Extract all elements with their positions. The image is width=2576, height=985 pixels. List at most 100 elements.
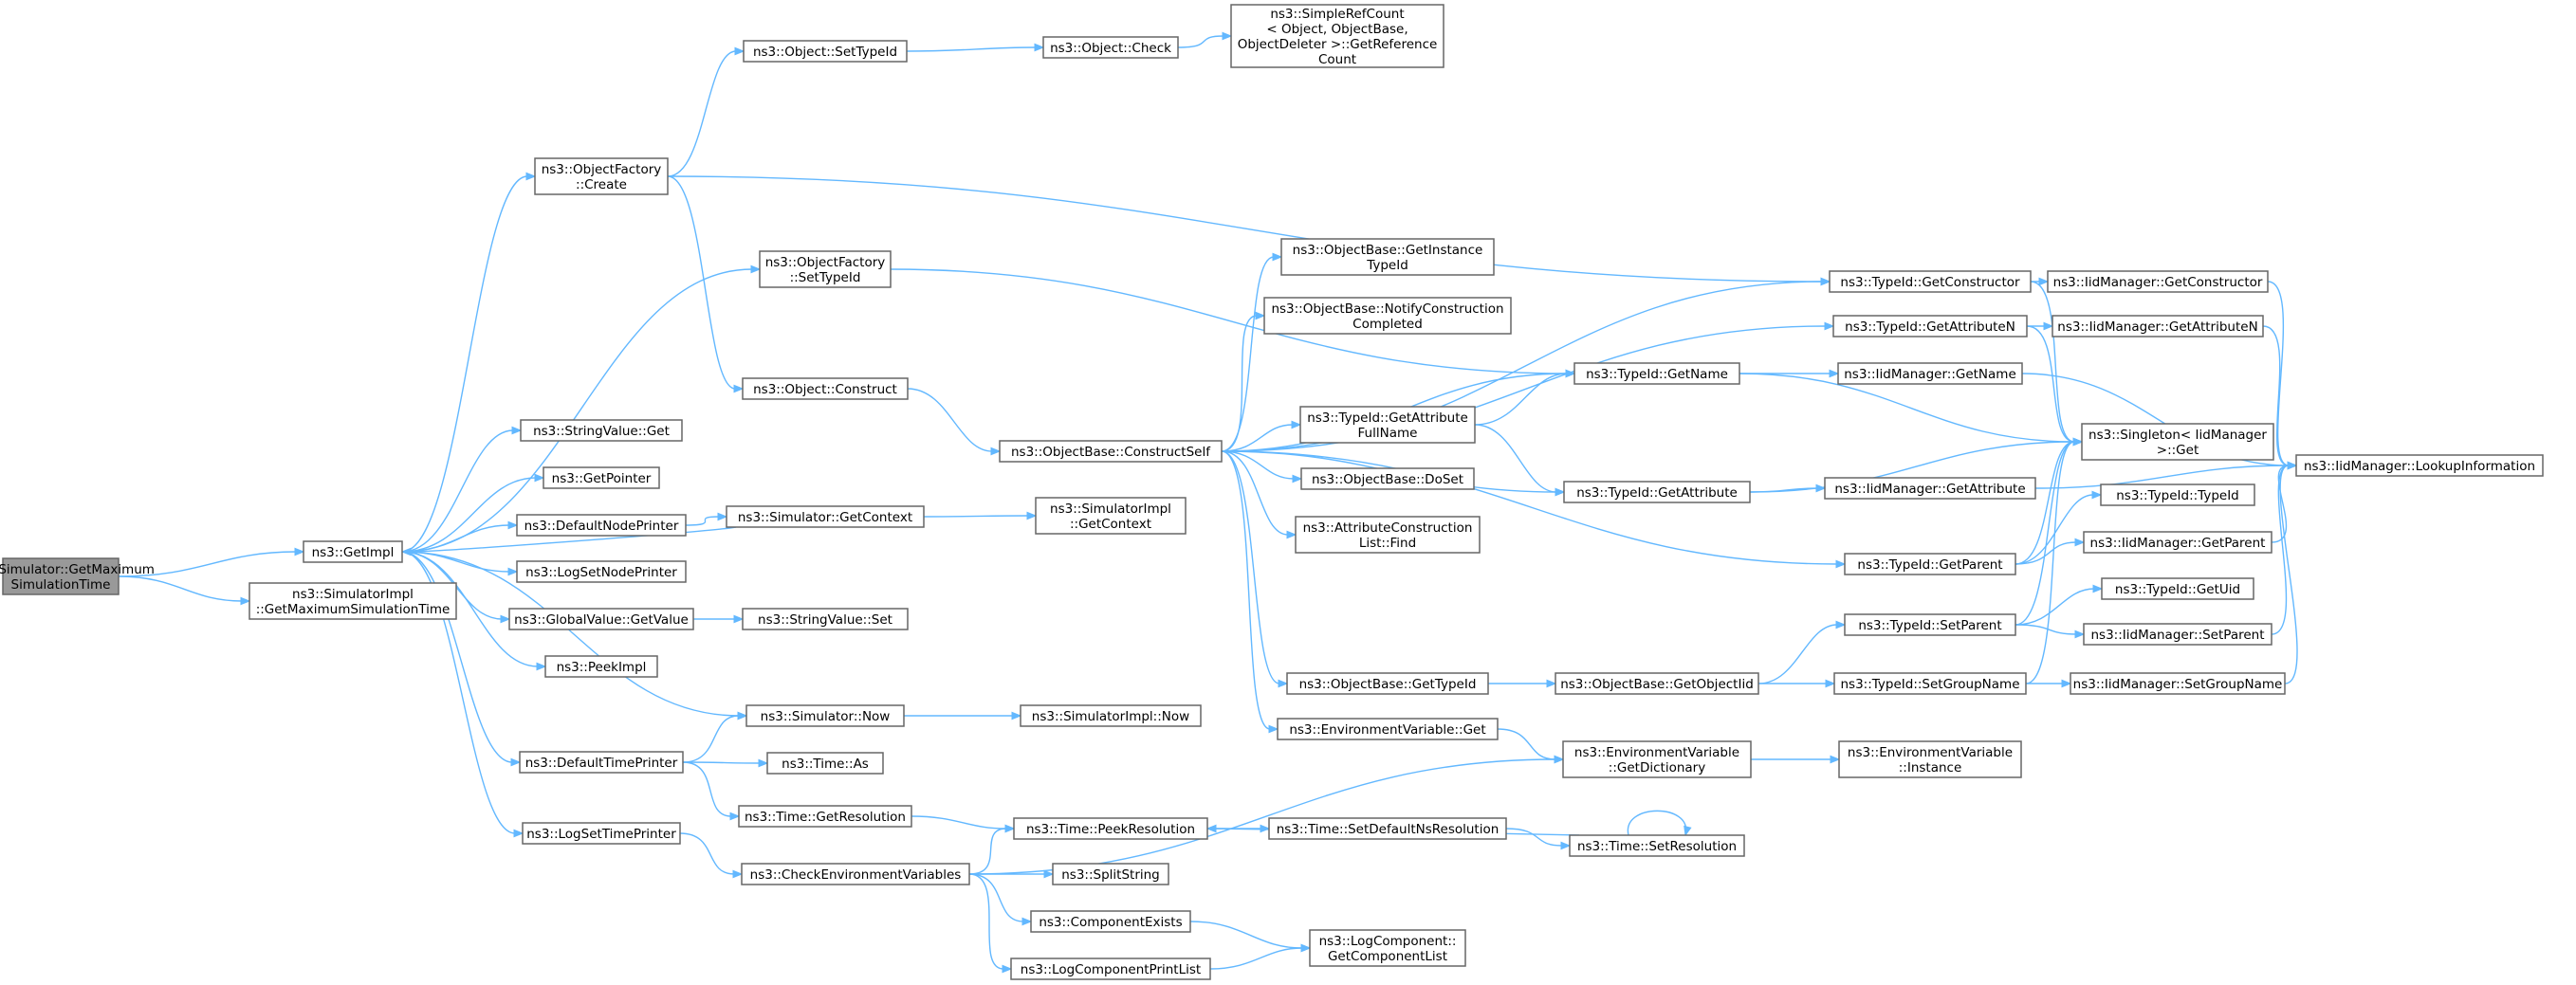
- node-box: [1569, 834, 1745, 857]
- edge-n14-to-n15-arrowhead: [1222, 31, 1233, 41]
- edge-n23-to-n35: [1221, 450, 1289, 688]
- node-ns3-typeid-getname[interactable]: ns3::TypeId::GetName: [1573, 362, 1740, 385]
- node-ns3-objectbase-notifyconstruction-completed[interactable]: ns3::ObjectBase::NotifyConstructionCompl…: [1263, 297, 1512, 335]
- node-ns3-simulator-getmaximum-simulationtime[interactable]: ns3::Simulator::GetMaximumSimulationTime: [0, 557, 155, 595]
- node-ns3-peekimpl[interactable]: ns3::PeekImpl: [544, 655, 658, 678]
- node-ns3-checkenvironmentvariables[interactable]: ns3::CheckEnvironmentVariables: [741, 863, 970, 885]
- node-ns3-stringvalue-set[interactable]: ns3::StringValue::Set: [742, 608, 909, 630]
- node-ns3-objectbase-gettypeid[interactable]: ns3::ObjectBase::GetTypeId: [1286, 672, 1489, 695]
- node-ns3-typeid-getuid[interactable]: ns3::TypeId::GetUid: [2101, 577, 2254, 600]
- edge-n11-to-n21-arrowhead: [729, 812, 741, 821]
- node-ns3-getimpl[interactable]: ns3::GetImpl: [303, 540, 403, 563]
- edge-n1-to-n11-arrowhead: [510, 757, 522, 767]
- node-ns3-typeid-typeid[interactable]: ns3::TypeId::TypeId: [2100, 483, 2255, 506]
- node-label: ::GetContext: [1070, 517, 1151, 532]
- edge-n1-to-n3-arrowhead: [525, 172, 537, 181]
- node-ns3-time-setdefaultnsresolution[interactable]: ns3::Time::SetDefaultNsResolution: [1268, 817, 1507, 840]
- node-label: ns3::IidManager::GetConstructor: [2053, 275, 2263, 290]
- edge-n1-to-n3: [401, 172, 537, 553]
- node-ns3-logsetnodeprinter[interactable]: ns3::LogSetNodePrinter: [516, 560, 687, 583]
- node-ns3-logcomponent-getcomponentlist[interactable]: ns3::LogComponent::GetComponentList: [1309, 929, 1466, 967]
- node-ns3-typeid-setgroupname[interactable]: ns3::TypeId::SetGroupName: [1833, 672, 2027, 695]
- node-ns3-environmentvariable-get[interactable]: ns3::EnvironmentVariable::Get: [1277, 718, 1499, 740]
- node-ns3-simulator-getcontext[interactable]: ns3::Simulator::GetContext: [726, 505, 925, 528]
- node-ns3-time-peekresolution[interactable]: ns3::Time::PeekResolution: [1013, 817, 1208, 840]
- edge-n0-to-n1: [118, 547, 305, 577]
- node-ns3-object-check[interactable]: ns3::Object::Check: [1042, 36, 1179, 59]
- edge-n23-to-n33-arrowhead: [1292, 474, 1303, 483]
- node-ns3-time-getresolution[interactable]: ns3::Time::GetResolution: [738, 805, 912, 828]
- node-ns3-objectbase-doset[interactable]: ns3::ObjectBase::DoSet: [1300, 467, 1475, 490]
- edge-n3-to-n13-arrowhead: [734, 46, 745, 56]
- node-ns3-logsettimeprinter[interactable]: ns3::LogSetTimePrinter: [522, 822, 681, 845]
- node-ns3-defaultnodeprinter[interactable]: ns3::DefaultNodePrinter: [516, 514, 687, 537]
- edge-n22-to-n29-line: [968, 873, 1004, 970]
- edge-n23-to-n32-arrowhead: [1291, 420, 1302, 429]
- node-ns3-typeid-getattribute[interactable]: ns3::TypeId::GetAttribute: [1563, 481, 1751, 503]
- node-ns3-simulatorimpl-getcontext[interactable]: ns3::SimulatorImpl::GetContext: [1035, 497, 1187, 535]
- edge-n35-to-n41: [1488, 679, 1557, 688]
- node-ns3-simulatorimpl-now[interactable]: ns3::SimulatorImpl::Now: [1020, 704, 1202, 727]
- node-ns3-objectfactory-settypeid[interactable]: ns3::ObjectFactory::SetTypeId: [759, 250, 892, 288]
- node-ns3-iidmanager-setgroupname[interactable]: ns3::IidManager::SetGroupName: [2070, 672, 2286, 695]
- node-box: [2083, 623, 2272, 646]
- edge-n50-to-n54: [2025, 437, 2084, 684]
- node-ns3-objectbase-getobjectiid[interactable]: ns3::ObjectBase::GetObjectIid: [1555, 672, 1759, 695]
- node-box: [2052, 315, 2264, 337]
- node-label: ns3::GetImpl: [312, 545, 395, 560]
- node-ns3-iidmanager-getattribute[interactable]: ns3::IidManager::GetAttribute: [1824, 477, 2036, 500]
- edge-n49-to-n57-line: [2015, 588, 2095, 626]
- node-ns3-environmentvariable-instance[interactable]: ns3::EnvironmentVariable::Instance: [1838, 740, 2022, 778]
- node-ns3-getpointer[interactable]: ns3::GetPointer: [543, 466, 660, 489]
- node-ns3-typeid-getconstructor[interactable]: ns3::TypeId::GetConstructor: [1829, 270, 2032, 293]
- edge-n59-to-n60-arrowhead: [2287, 461, 2298, 470]
- node-ns3-iidmanager-lookupinformation[interactable]: ns3::IidManager::LookupInformation: [2295, 454, 2544, 477]
- edge-n3-to-n13-line: [667, 50, 737, 177]
- node-box: [1844, 613, 2016, 636]
- node-ns3-iidmanager-getconstructor[interactable]: ns3::IidManager::GetConstructor: [2047, 270, 2269, 293]
- node-ns3-iidmanager-getparent[interactable]: ns3::IidManager::GetParent: [2083, 531, 2272, 554]
- node-ns3-typeid-getparent[interactable]: ns3::TypeId::GetParent: [1844, 553, 2016, 575]
- node-ns3-splitstring[interactable]: ns3::SplitString: [1052, 863, 1169, 885]
- node-ns3-object-construct[interactable]: ns3::Object::Construct: [742, 377, 909, 400]
- edge-n12-to-n22: [679, 832, 744, 879]
- node-ns3-simulator-now[interactable]: ns3::Simulator::Now: [745, 704, 905, 727]
- node-ns3-iidmanager-getattributen[interactable]: ns3::IidManager::GetAttributeN: [2052, 315, 2264, 337]
- node-label: ns3::TypeId::GetAttribute: [1576, 485, 1738, 501]
- node-box: [2101, 577, 2254, 600]
- node-ns3-iidmanager-getname[interactable]: ns3::IidManager::GetName: [1837, 362, 2023, 385]
- node-ns3-globalvalue-getvalue[interactable]: ns3::GlobalValue::GetValue: [508, 608, 694, 630]
- node-ns3-time-setresolution[interactable]: ns3::Time::SetResolution: [1569, 834, 1745, 857]
- node-label: ns3::PeekImpl: [557, 660, 647, 675]
- node-ns3-objectfactory-create[interactable]: ns3::ObjectFactory::Create: [534, 157, 669, 195]
- node-ns3-environmentvariable-getdictionary[interactable]: ns3::EnvironmentVariable::GetDictionary: [1562, 740, 1752, 778]
- node-box: [248, 582, 457, 620]
- node-ns3-defaulttimeprinter[interactable]: ns3::DefaultTimePrinter: [519, 751, 684, 774]
- edge-n23-to-n45-arrowhead: [1824, 321, 1835, 331]
- edge-n17-to-n1-arrowhead: [400, 547, 412, 556]
- node-box: [999, 440, 1223, 463]
- edge-n48-to-n56: [2015, 538, 2086, 565]
- node-ns3-typeid-getattributen[interactable]: ns3::TypeId::GetAttributeN: [1832, 315, 2028, 337]
- node-box: [1263, 297, 1512, 335]
- edge-n22-to-n29: [968, 873, 1013, 974]
- node-ns3-typeid-setparent[interactable]: ns3::TypeId::SetParent: [1844, 613, 2016, 636]
- node-ns3-objectbase-constructself[interactable]: ns3::ObjectBase::ConstructSelf: [999, 440, 1223, 463]
- edge-n23-to-n48-line: [1221, 450, 1838, 565]
- node-ns3-object-settypeid[interactable]: ns3::Object::SetTypeId: [743, 40, 908, 63]
- node-ns3-simplerefcount-object-objectbase-objectdeleter-getreference-count[interactable]: ns3::SimpleRefCount< Object, ObjectBase,…: [1230, 4, 1444, 68]
- edge-n22-to-n29-arrowhead: [1002, 964, 1013, 974]
- node-ns3-iidmanager-setparent[interactable]: ns3::IidManager::SetParent: [2083, 623, 2272, 646]
- node-ns3-logcomponentprintlist[interactable]: ns3::LogComponentPrintList: [1010, 958, 1211, 980]
- node-ns3-stringvalue-get[interactable]: ns3::StringValue::Get: [520, 419, 683, 442]
- node-ns3-time-as[interactable]: ns3::Time::As: [766, 752, 884, 775]
- node-ns3-singleton-iidmanager-get[interactable]: ns3::Singleton< IidManager>::Get: [2081, 423, 2274, 461]
- edge-n12-to-n22-arrowhead: [732, 869, 744, 879]
- edge-n49-to-n54: [2015, 437, 2084, 626]
- node-ns3-simulatorimpl-getmaximumsimulationtime[interactable]: ns3::SimulatorImpl::GetMaximumSimulation…: [248, 582, 457, 620]
- node-label: ns3::TypeId::GetAttributeN: [1845, 319, 2015, 335]
- node-ns3-componentexists[interactable]: ns3::ComponentExists: [1030, 910, 1191, 933]
